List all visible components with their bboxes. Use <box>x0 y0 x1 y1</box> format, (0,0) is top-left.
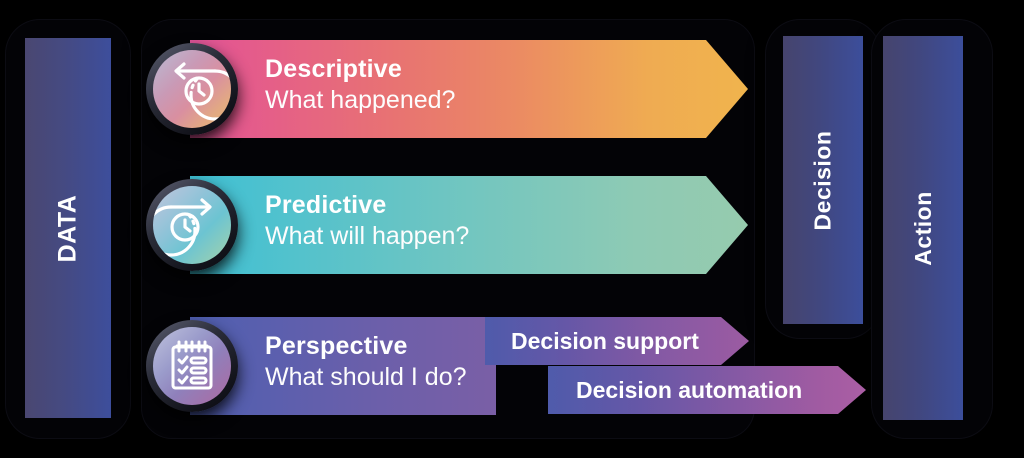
perspective-title: Perspective <box>265 332 408 360</box>
action-pillar[interactable]: Action <box>883 36 963 420</box>
predictive-arrow-shape <box>190 176 748 274</box>
perspective-text-block: Perspective What should I do? <box>265 331 467 393</box>
descriptive-arrow-shape <box>190 40 748 138</box>
data-pillar[interactable]: DATA <box>25 38 111 418</box>
data-pillar-label: DATA <box>53 194 82 262</box>
decision-support-arrow[interactable]: Decision support <box>485 317 749 365</box>
predictive-subtitle: What will happen? <box>265 222 470 250</box>
badge-face <box>153 50 231 128</box>
row-perspective[interactable]: Perspective What should I do? <box>190 317 496 415</box>
action-pillar-label: Action <box>909 190 936 266</box>
history-clock-icon <box>146 43 238 135</box>
row-predictive[interactable]: Predictive What will happen? <box>190 176 748 274</box>
perspective-subtitle: What should I do? <box>265 363 467 391</box>
predictive-title: Predictive <box>265 191 387 219</box>
badge-face <box>153 327 231 405</box>
decision-pillar-label: Decision <box>809 130 836 230</box>
predictive-text-block: Predictive What will happen? <box>265 190 469 252</box>
row-descriptive[interactable]: Descriptive What happened? <box>190 40 748 138</box>
descriptive-title: Descriptive <box>265 55 402 83</box>
decision-pillar[interactable]: Decision <box>783 36 863 324</box>
checklist-clipboard-icon <box>146 320 238 412</box>
perspective-arrow-shape <box>190 317 496 415</box>
decision-support-label: Decision support <box>511 327 699 354</box>
decision-automation-label: Decision automation <box>576 376 803 403</box>
forward-clock-icon <box>146 179 238 271</box>
badge-face <box>153 186 231 264</box>
decision-automation-arrow[interactable]: Decision automation <box>548 366 866 414</box>
descriptive-subtitle: What happened? <box>265 86 456 114</box>
descriptive-text-block: Descriptive What happened? <box>265 54 455 116</box>
